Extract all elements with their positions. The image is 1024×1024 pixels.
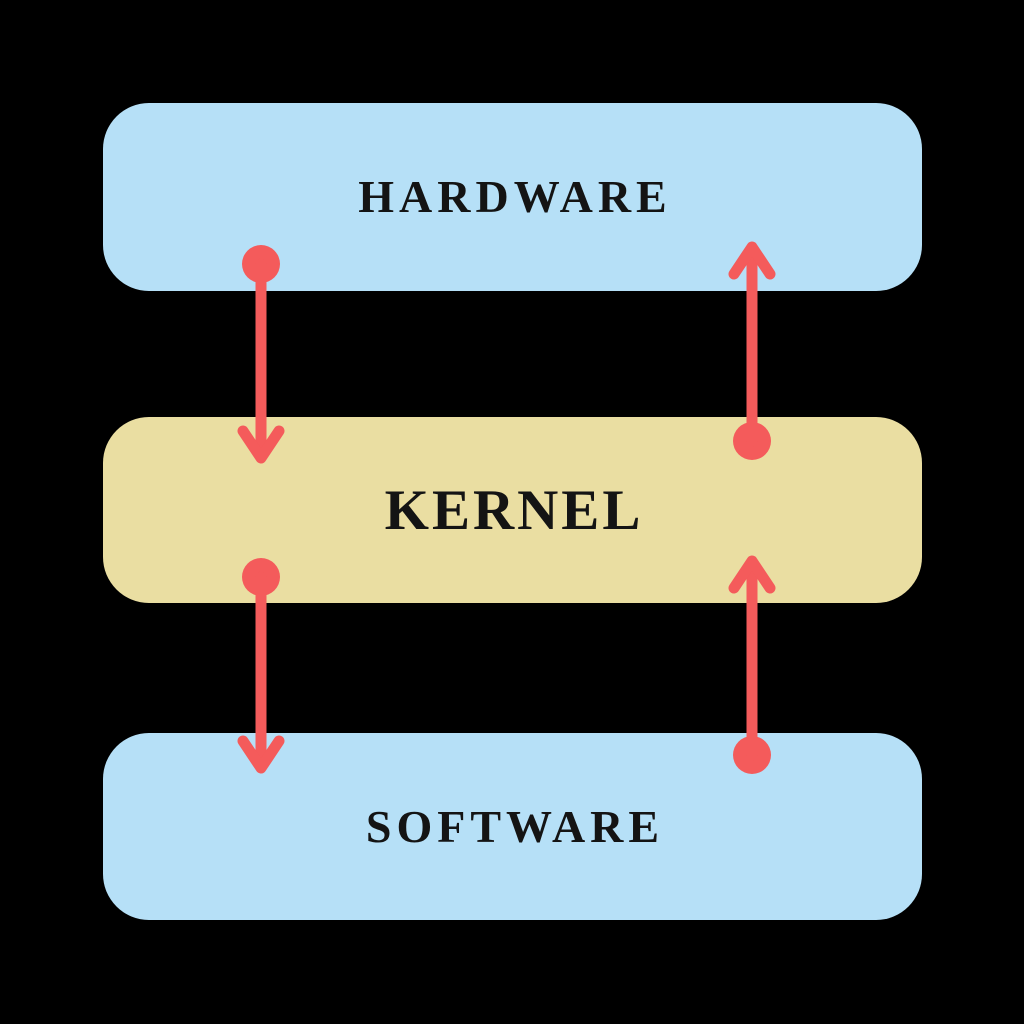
software-label: SOFTWARE xyxy=(365,800,665,852)
software-box: SOFTWARE xyxy=(103,733,922,920)
kernel-label: KERNEL xyxy=(384,478,644,542)
kernel-box: KERNEL xyxy=(103,417,922,603)
hardware-box: HARDWARE xyxy=(103,103,922,291)
hardware-label: HARDWARE xyxy=(358,171,672,222)
